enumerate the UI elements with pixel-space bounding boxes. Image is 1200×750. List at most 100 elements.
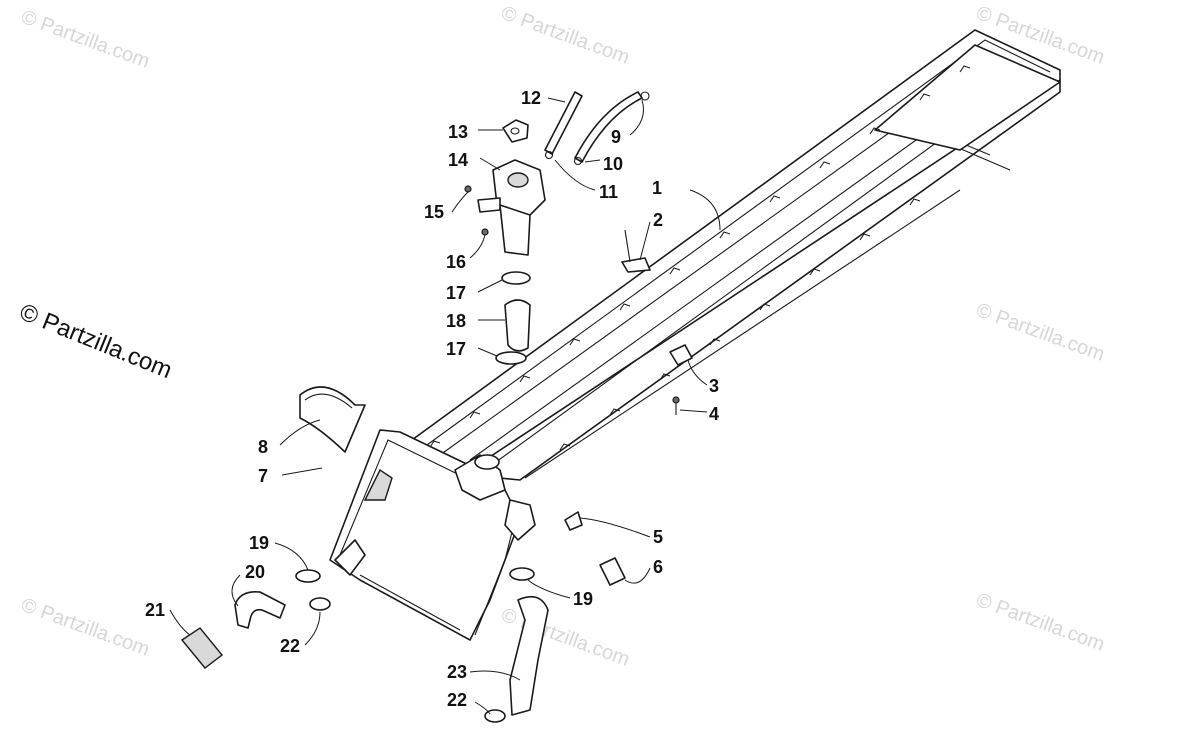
leader-22-upper [304, 611, 321, 646]
leader-7 [281, 467, 323, 476]
leader-23 [469, 670, 521, 681]
leader-1 [689, 189, 721, 231]
watermark-middle-right: © Partzilla.com [973, 299, 1107, 366]
leader-8 [279, 419, 321, 446]
leader-22-lower [474, 701, 491, 715]
leader-lines [169, 97, 721, 715]
callout-2: 2 [653, 210, 663, 230]
callout-17-lower: 17 [446, 339, 466, 359]
exchanger-flange-top [339, 439, 481, 556]
callout-19-right: 19 [573, 589, 593, 609]
leader-17-lower [477, 347, 498, 357]
callout-3: 3 [709, 376, 719, 396]
callout-13: 13 [448, 122, 468, 142]
leader-10 [584, 159, 601, 163]
part-21-coupler [180, 627, 223, 669]
coolant-hose-assembly [495, 271, 531, 365]
filler-neck-mount-tab [477, 197, 501, 213]
callout-5: 5 [653, 527, 663, 547]
heat-shield-body [299, 386, 366, 453]
watermark-brand-main: © Partzilla.com [16, 299, 176, 385]
rail-inner-edge [419, 39, 1051, 451]
callout-labels: 1 2 3 4 5 6 7 8 9 10 11 12 13 14 15 16 1… [145, 88, 719, 710]
part-3-standoff [669, 344, 693, 366]
callout-23: 23 [447, 662, 467, 682]
watermark-top-left: © Partzilla.com [18, 6, 152, 73]
callout-11: 11 [599, 182, 618, 202]
part-19-clamp-left [295, 569, 321, 583]
watermark-top-center: © Partzilla.com [498, 2, 632, 69]
exchanger-flange-bottom [359, 574, 461, 631]
exchanger-side-bracket [504, 499, 536, 541]
leader-3 [687, 359, 708, 386]
part-11-hose-clamp-a [544, 150, 554, 160]
part-13-filler-cap-gasket [502, 119, 529, 143]
leader-9 [629, 99, 644, 136]
leader-15 [451, 191, 469, 213]
clip-pin [624, 229, 631, 263]
part-17-clamp-upper [501, 271, 531, 285]
part-1-rail-cooler [404, 29, 1061, 481]
part-17-clamp-lower [495, 351, 527, 365]
gasket-hole [510, 127, 520, 135]
callout-14: 14 [448, 150, 468, 170]
callout-15: 15 [424, 202, 444, 222]
callout-1: 1 [652, 178, 662, 198]
leader-14 [479, 157, 501, 171]
filler-neck-opening [507, 172, 529, 188]
leader-20 [231, 574, 241, 607]
parts-3-4-mount [669, 344, 693, 415]
leader-5 [579, 517, 651, 538]
part-11-hose-clamp-b [573, 156, 583, 166]
leader-4 [679, 409, 708, 413]
exchanger-outlet-port [474, 454, 500, 470]
callout-8: 8 [258, 437, 268, 457]
leader-2 [639, 221, 651, 261]
part-7-heat-exchanger [329, 429, 536, 641]
part-10-overflow-hose [574, 91, 643, 163]
part-23-return-hose [509, 595, 549, 716]
part-4-screw-head [672, 396, 680, 404]
part-12-vent-hose [544, 91, 583, 155]
leader-6 [624, 567, 651, 584]
clip-body [621, 257, 651, 273]
leader-11 [554, 159, 596, 191]
part-5-bracket [564, 511, 583, 531]
callout-10: 10 [603, 154, 623, 174]
leader-17-upper [477, 279, 503, 293]
callout-21: 21 [145, 600, 165, 620]
callout-12: 12 [521, 88, 541, 108]
heat-shield-fold [304, 393, 353, 409]
leader-19-right [527, 579, 571, 599]
part-16-screw [481, 228, 489, 236]
part-8-heat-shield [299, 386, 366, 453]
leader-21 [169, 609, 191, 636]
callout-17-upper: 17 [446, 283, 466, 303]
part-18-coolant-hose [504, 299, 531, 352]
part-15-screw [464, 185, 472, 193]
parts-5-6-brackets [564, 511, 626, 586]
callout-22-lower: 22 [447, 690, 467, 710]
callout-22-upper: 22 [280, 636, 300, 656]
rail-tabs [429, 65, 971, 451]
callout-7: 7 [258, 466, 268, 486]
watermark-bottom-right: © Partzilla.com [973, 589, 1107, 656]
leader-19-left [274, 542, 309, 571]
part-9-hose-clamp [640, 91, 650, 101]
callout-19-left: 19 [249, 533, 269, 553]
leader-16 [469, 234, 486, 259]
filler-neck-assembly [464, 119, 546, 256]
callout-4: 4 [709, 404, 719, 424]
part-20-elbow-hose [234, 590, 286, 629]
rail-lower-edge [524, 189, 961, 479]
callout-9: 9 [611, 127, 621, 147]
exchanger-inlet-port [334, 539, 366, 576]
callout-6: 6 [653, 557, 663, 577]
rail-rear-section [874, 44, 1061, 151]
watermark-bottom-left: © Partzilla.com [18, 594, 152, 661]
leader-12 [547, 97, 566, 103]
part-2-clip [621, 229, 651, 273]
part-6-bracket [599, 557, 626, 586]
